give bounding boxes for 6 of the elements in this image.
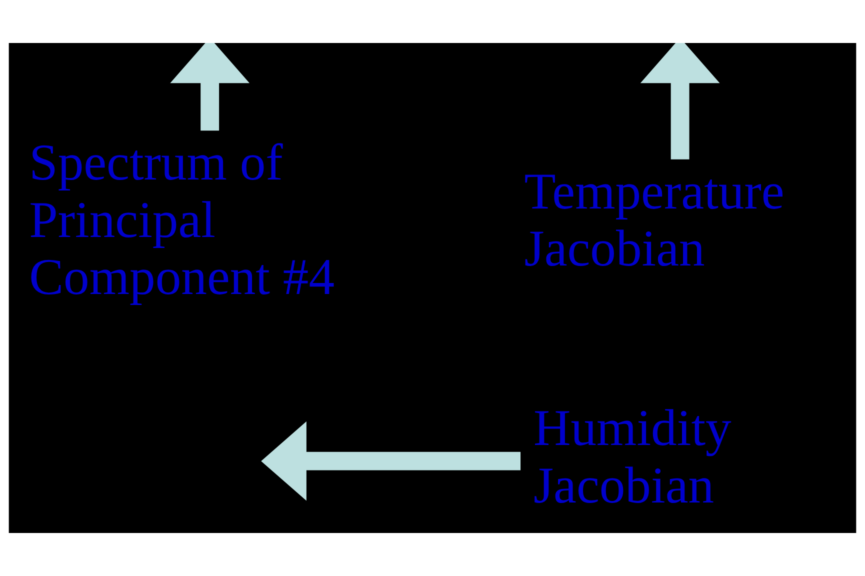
arrow — [261, 421, 521, 501]
arrow — [170, 43, 250, 131]
arrow — [640, 43, 720, 160]
node-text: Spectrum of Principal Component #4 — [29, 134, 335, 306]
node-text: Temperature Jacobian — [524, 163, 784, 278]
node-text: Humidity Jacobian — [533, 400, 732, 514]
